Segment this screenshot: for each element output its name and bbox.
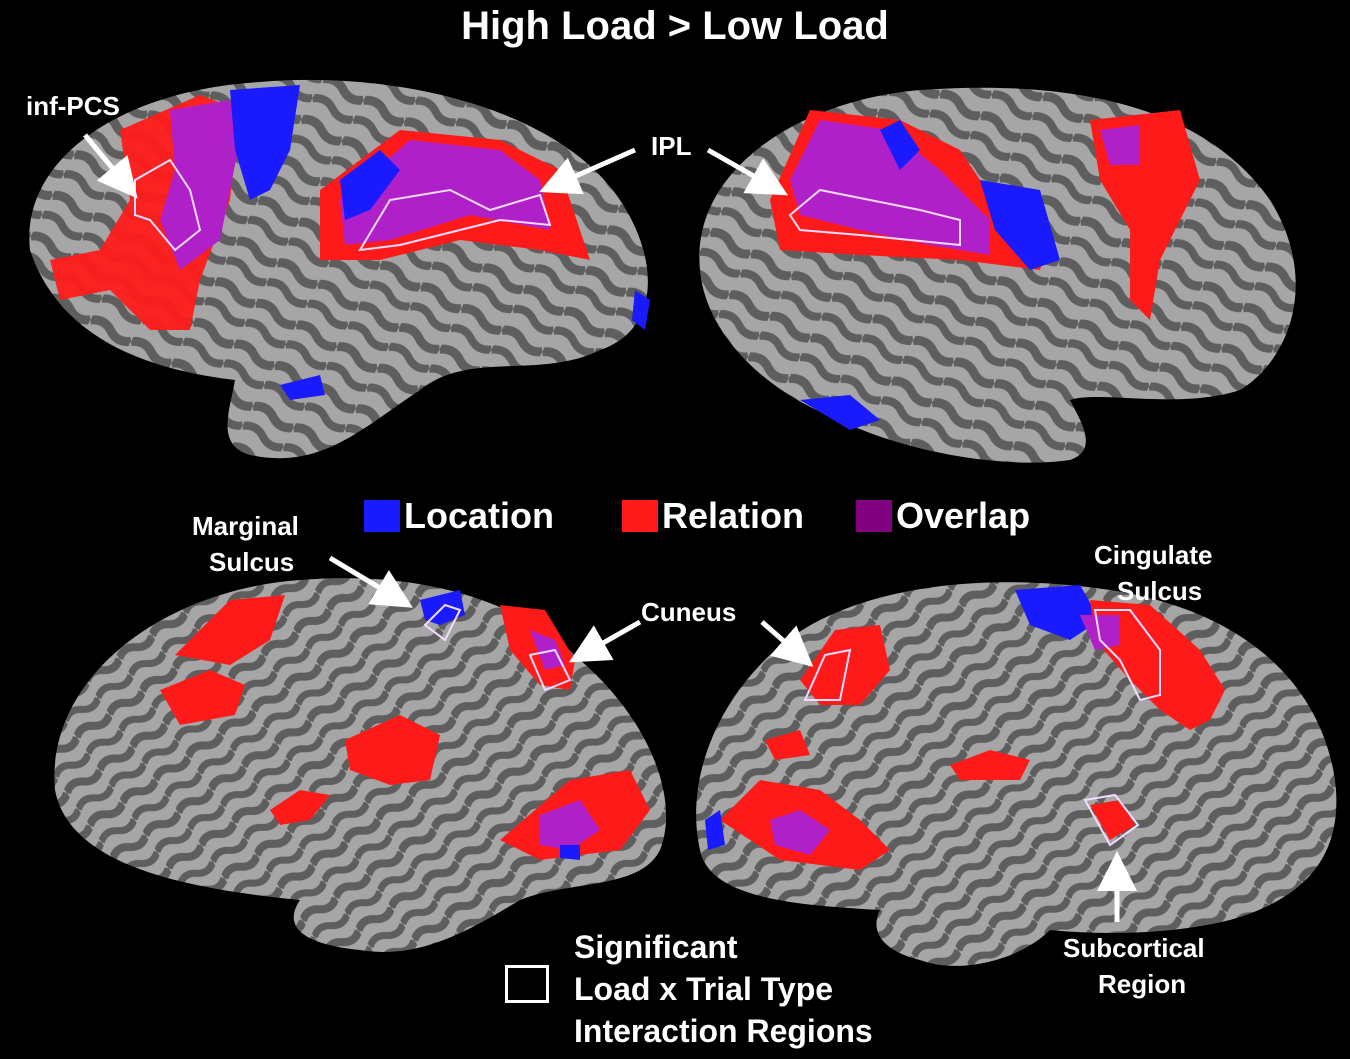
interaction-outline [423, 603, 462, 642]
arrow-cuneus-right [760, 620, 814, 667]
arrow-ipl-right [706, 147, 789, 196]
legend-label-overlap: Overlap [896, 495, 1031, 536]
location-region [705, 810, 725, 850]
overlap-region [160, 100, 240, 270]
legend-label-relation: Relation [662, 495, 805, 536]
location-region [340, 150, 400, 220]
location-region [980, 180, 1060, 270]
interaction-outline [788, 188, 961, 247]
overlap-region [1100, 125, 1140, 165]
relation-region [270, 790, 330, 825]
interaction-outline [358, 188, 552, 252]
brain-right-lateral [699, 87, 1296, 463]
relation-region [800, 625, 890, 705]
location-region [632, 290, 650, 330]
label-marginal-sulcus-line1: Marginal [192, 511, 299, 541]
relation-region [1090, 800, 1135, 840]
location-region [800, 395, 880, 430]
legend-swatch-overlap [856, 500, 892, 532]
arrow-marginal-sulcus [328, 555, 413, 608]
label-ipl: IPL [651, 131, 692, 161]
location-region [1015, 585, 1100, 640]
significance-key-swatch [505, 965, 549, 1003]
location-region [880, 120, 920, 170]
relation-region [175, 595, 285, 665]
brain-right-lateral-surface [699, 87, 1296, 463]
arrow-ipl-left [539, 147, 637, 195]
label-cuneus: Cuneus [641, 597, 737, 627]
legend-swatch-location [364, 500, 400, 532]
significance-key-line3: Interaction Regions [574, 1013, 873, 1049]
location-region [230, 85, 300, 200]
arrow-cuneus-left [568, 619, 642, 663]
legend-item-overlap: Overlap [856, 494, 1030, 538]
interaction-outline [134, 158, 202, 252]
label-cingulate-sulcus-line1: Cingulate [1094, 540, 1213, 570]
significance-key-text: Significant Load x Trial Type Interactio… [574, 926, 873, 1052]
location-region [560, 845, 580, 860]
label-subcortical-line1: Subcortical [1063, 933, 1205, 963]
interaction-outline [803, 648, 852, 701]
annotation-arrows [83, 133, 1137, 922]
label-marginal-sulcus-line2: Sulcus [209, 547, 295, 577]
relation-region [765, 730, 810, 760]
significance-key-line1: Significant [574, 929, 738, 965]
overlap-region [770, 810, 830, 855]
arrow-inf-pcs [83, 133, 138, 199]
legend-label-location: Location [404, 495, 554, 536]
brain-left-medial [54, 578, 667, 952]
overlap-region [790, 120, 990, 255]
legend-item-relation: Relation [622, 494, 804, 538]
legend-swatch-relation [622, 500, 658, 532]
relation-region [160, 670, 245, 725]
brain-right-medial [696, 582, 1337, 966]
significance-key-line2: Load x Trial Type [574, 971, 834, 1007]
interaction-outline [1083, 793, 1140, 847]
relation-region [1090, 600, 1225, 730]
brain-left-lateral [29, 79, 650, 459]
overlap-region [540, 800, 600, 850]
overlap-region [530, 630, 565, 670]
legend-item-location: Location [364, 494, 554, 538]
relation-region [345, 715, 440, 785]
label-cingulate-sulcus-line2: Sulcus [1117, 576, 1203, 606]
figure-title: High Load > Low Load [461, 4, 889, 48]
interaction-outline [528, 648, 572, 692]
relation-region [950, 750, 1030, 780]
overlap-region [1080, 615, 1120, 650]
label-subcortical-line2: Region [1098, 969, 1187, 999]
location-region [280, 375, 325, 400]
label-inf-pcs: inf-PCS [26, 91, 120, 121]
interaction-outline [1093, 609, 1161, 702]
